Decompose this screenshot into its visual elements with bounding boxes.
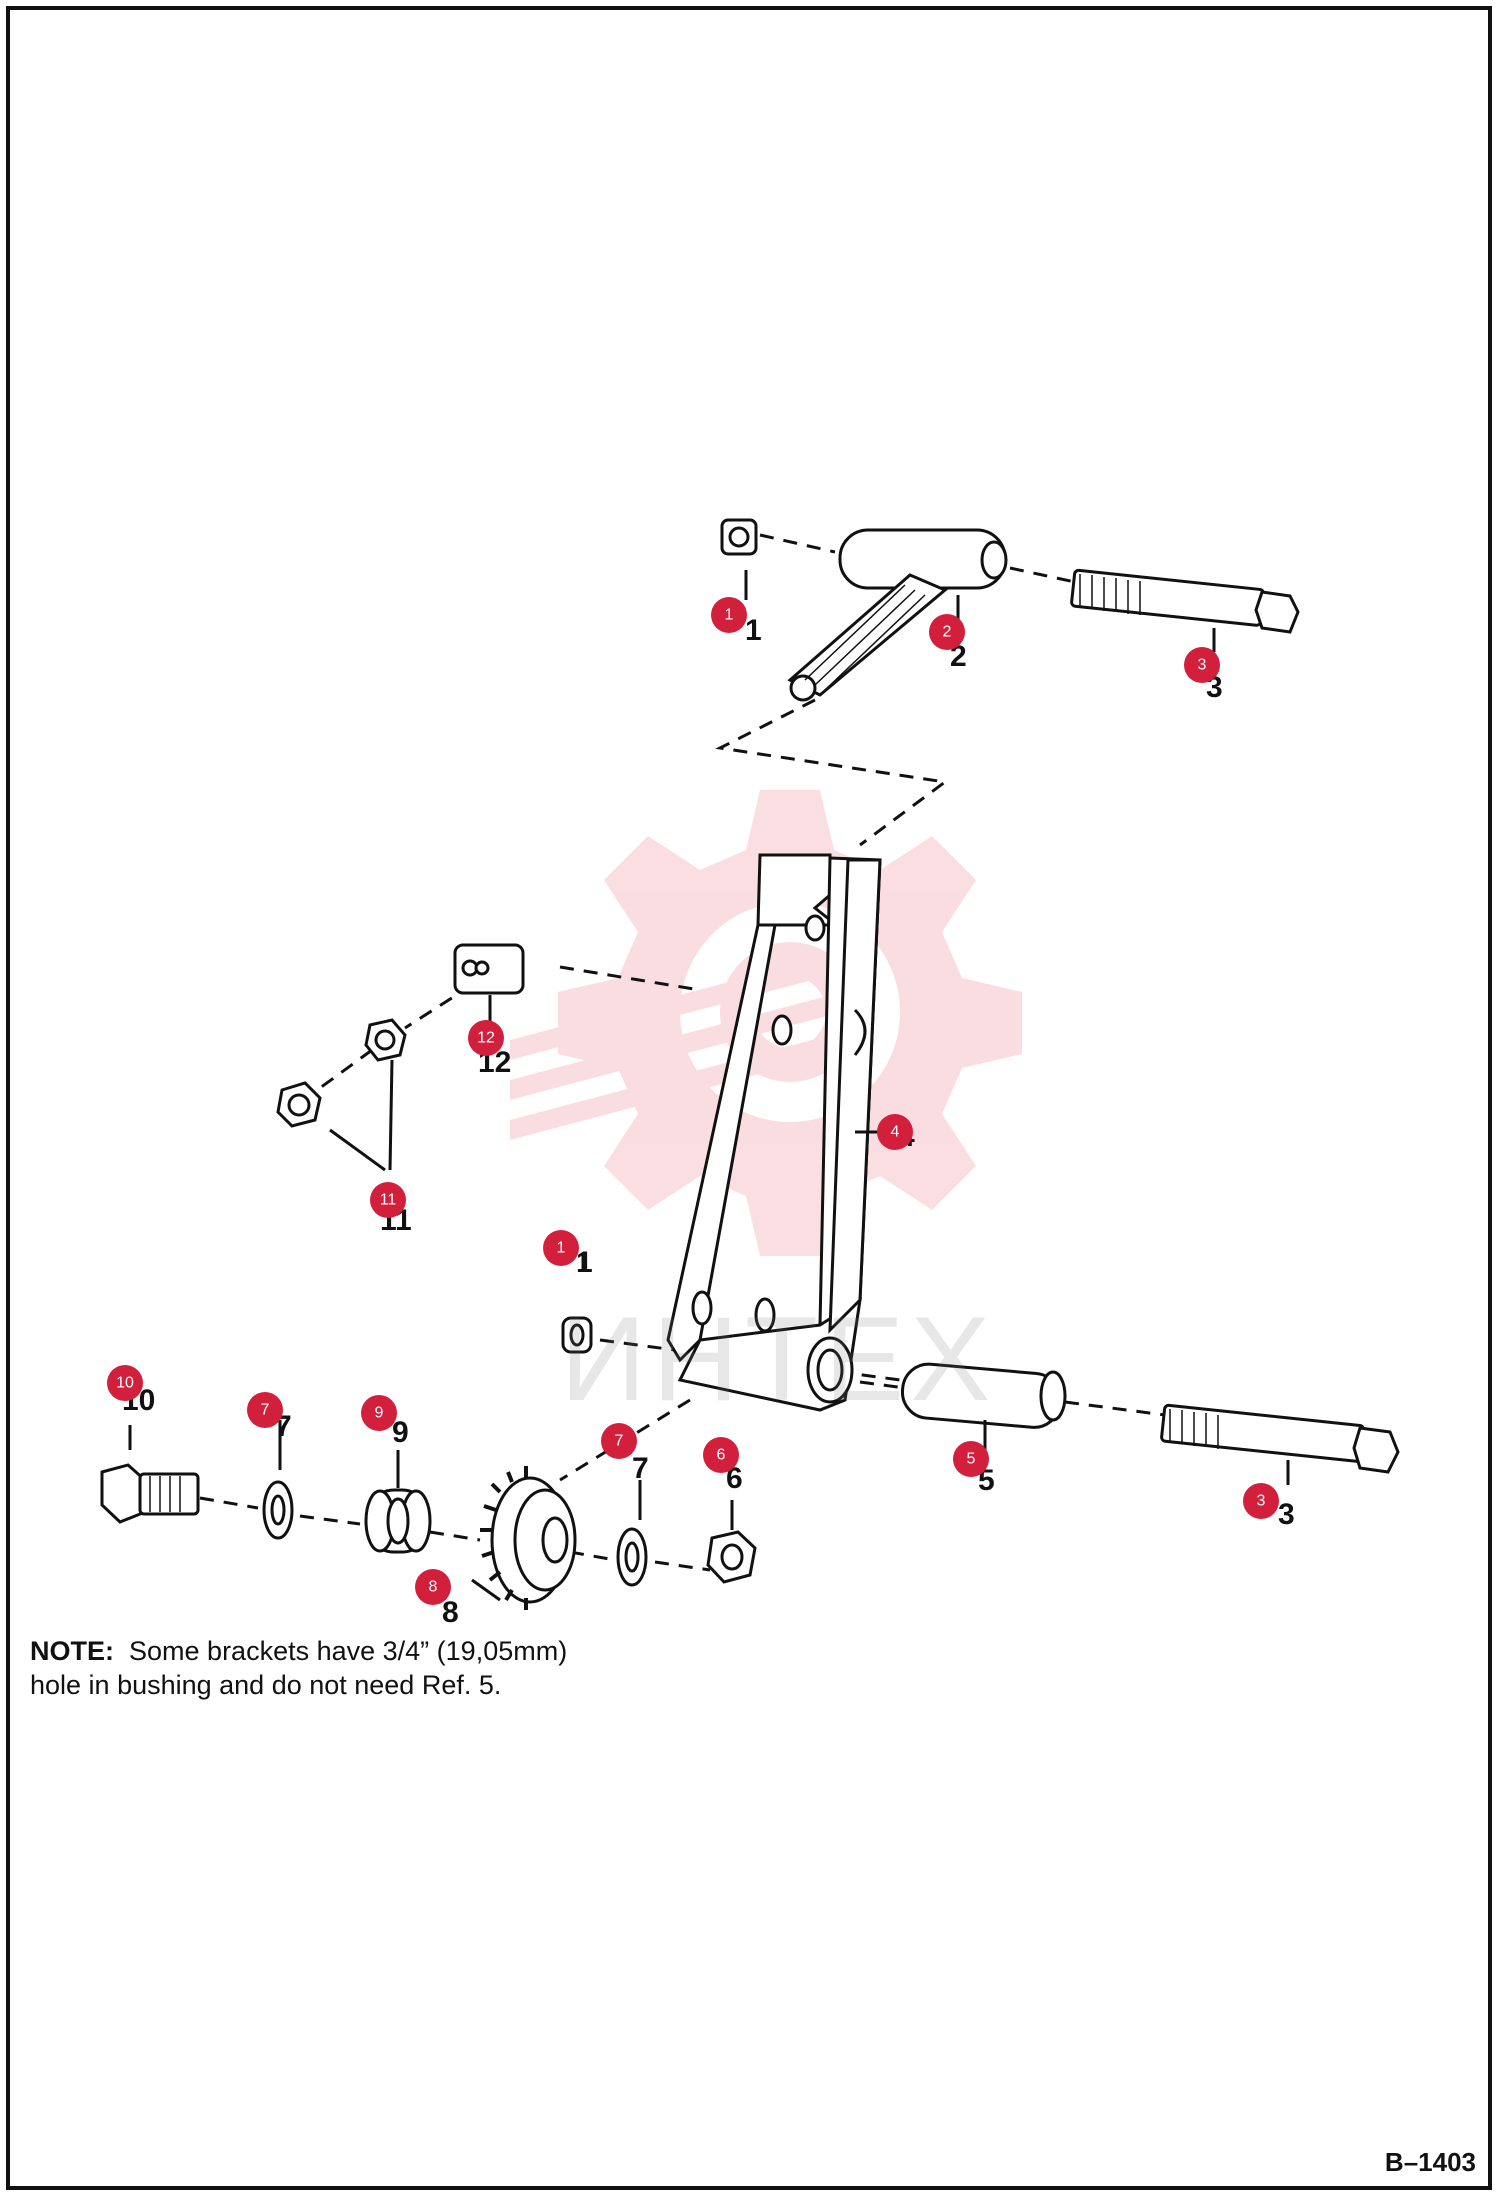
part-12-adjuster-block	[453, 943, 525, 995]
svg-text:11: 11	[380, 1192, 397, 1209]
part-number-1-top: 1	[745, 614, 762, 647]
callout-7-right[interactable]: 7	[601, 1423, 637, 1459]
svg-text:4: 4	[891, 1124, 900, 1141]
note-label: NOTE:	[30, 1636, 114, 1666]
part-11-nuts	[276, 1018, 407, 1128]
part-9-spacer	[364, 1488, 432, 1554]
callout-4[interactable]: 4	[877, 1114, 913, 1150]
svg-text:3: 3	[1257, 1493, 1266, 1510]
diagram-note: NOTE: Some brackets have 3/4” (19,05mm) …	[30, 1634, 567, 1702]
part-2-tensioner-pivot	[787, 528, 1008, 702]
svg-text:10: 10	[116, 1375, 134, 1392]
svg-text:12: 12	[477, 1030, 495, 1047]
callout-7-left[interactable]: 7	[247, 1392, 283, 1428]
svg-text:1: 1	[557, 1240, 566, 1257]
watermark-text: ИНТЕХ	[560, 1292, 997, 1426]
part-5-bushing	[900, 1362, 1067, 1429]
svg-text:9: 9	[375, 1405, 384, 1422]
svg-text:3: 3	[1198, 657, 1207, 674]
svg-text:2: 2	[943, 624, 952, 641]
note-text-1: Some brackets have 3/4” (19,05mm)	[129, 1636, 568, 1666]
callout-2[interactable]: 2	[929, 614, 965, 650]
svg-text:5: 5	[967, 1451, 976, 1468]
page-border	[6, 6, 1492, 2190]
leader-lines	[128, 570, 1290, 1602]
part-number-3-bottom: 3	[1278, 1498, 1295, 1531]
part-3-bottom-bolt	[1160, 1403, 1400, 1474]
callout-3-top[interactable]: 3	[1184, 647, 1220, 683]
part-number-1-middle: 1	[576, 1246, 593, 1279]
figure-id: B–1403	[1384, 2147, 1476, 2177]
callout-6[interactable]: 6	[703, 1437, 739, 1473]
note-text-2: hole in bushing and do not need Ref. 5.	[30, 1670, 502, 1700]
svg-text:6: 6	[717, 1447, 726, 1464]
svg-text:7: 7	[261, 1402, 270, 1419]
callout-9[interactable]: 9	[361, 1395, 397, 1431]
callout-1-middle[interactable]: 1	[543, 1230, 579, 1266]
callout-8[interactable]: 8	[415, 1569, 451, 1605]
part-6-lock-nut	[706, 1530, 757, 1584]
callout-12[interactable]: 12	[468, 1020, 504, 1056]
callout-3-bottom[interactable]: 3	[1243, 1483, 1279, 1519]
part-10-idler-bolt	[100, 1463, 200, 1524]
part-number-9: 9	[392, 1416, 409, 1449]
part-4-idler-bracket	[666, 853, 882, 1412]
callout-10[interactable]: 10	[107, 1365, 143, 1401]
svg-text:1: 1	[725, 607, 734, 624]
callout-5[interactable]: 5	[953, 1441, 989, 1477]
svg-text:7: 7	[615, 1433, 624, 1450]
callout-1-top[interactable]: 1	[711, 597, 747, 633]
part-3-top-bolt	[1070, 568, 1300, 634]
callout-11[interactable]: 11	[370, 1182, 406, 1218]
part-7-washer-right	[616, 1527, 648, 1587]
note-line-1: NOTE: Some brackets have 3/4” (19,05mm)	[30, 1634, 567, 1668]
part-number-7-right: 7	[632, 1452, 649, 1485]
part-8-idler-sprocket	[480, 1466, 577, 1610]
part-1-top-nut	[720, 518, 758, 556]
part-number-8: 8	[442, 1596, 459, 1629]
callout-markers: 1 2 3 12 4 11 1 10 7 9 7 6 5 3 8	[107, 597, 1279, 1605]
svg-text:8: 8	[429, 1579, 438, 1596]
part-7-washer-left	[262, 1480, 294, 1540]
part-1-middle-nut	[561, 1316, 593, 1354]
